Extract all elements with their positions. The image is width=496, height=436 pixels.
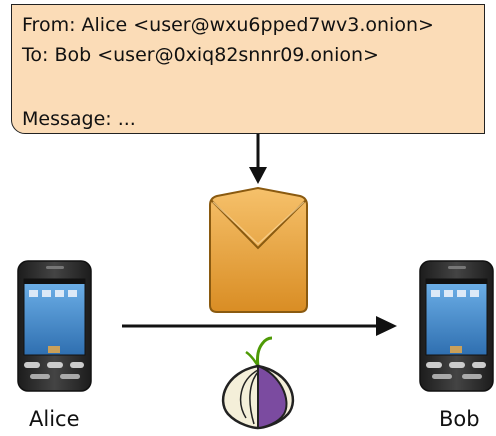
- message-line: Message: ...: [22, 108, 136, 130]
- tor-onion-icon: [222, 336, 294, 430]
- to-line: To: Bob <user@0xiq82snnr09.onion>: [22, 44, 379, 66]
- transfer-arrow: [122, 316, 397, 336]
- from-line: From: Alice <user@wxu6pped7wv3.onion>: [22, 14, 434, 36]
- sender-label: Alice: [29, 407, 80, 431]
- envelope-icon: [209, 186, 308, 313]
- receiver-phone-icon: [419, 260, 494, 392]
- sender-phone-icon: [17, 260, 92, 392]
- down-arrow: [249, 134, 267, 184]
- message-header-box: From: Alice <user@wxu6pped7wv3.onion> To…: [11, 4, 485, 134]
- receiver-label: Bob: [439, 407, 480, 431]
